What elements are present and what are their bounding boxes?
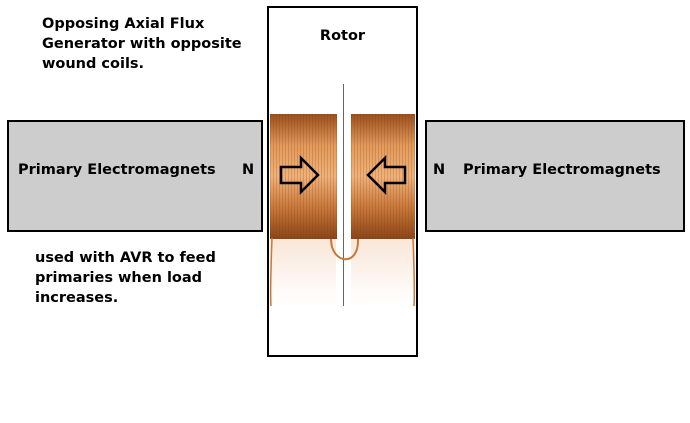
coil-connecting-wire bbox=[330, 238, 360, 261]
right-magnet-label: Primary Electromagnets bbox=[463, 162, 661, 178]
left-pole-label: N bbox=[242, 162, 255, 178]
coil-assembly bbox=[269, 114, 416, 307]
left-coil bbox=[269, 114, 337, 307]
right-primary-electromagnet: N Primary Electromagnets bbox=[425, 120, 685, 232]
rotor-label: Rotor bbox=[319, 28, 366, 44]
right-pole-label: N bbox=[433, 162, 446, 178]
right-coil bbox=[351, 114, 416, 307]
left-primary-electromagnet: Primary Electromagnets N bbox=[7, 120, 263, 232]
arrow-left-icon bbox=[366, 154, 407, 196]
avr-note: used with AVR to feed primaries when loa… bbox=[35, 250, 216, 306]
left-magnet-label: Primary Electromagnets bbox=[18, 162, 216, 178]
diagram-title: Opposing Axial Flux Generator with oppos… bbox=[42, 16, 242, 72]
rotor-shaft bbox=[343, 84, 344, 306]
arrow-right-icon bbox=[279, 154, 320, 196]
